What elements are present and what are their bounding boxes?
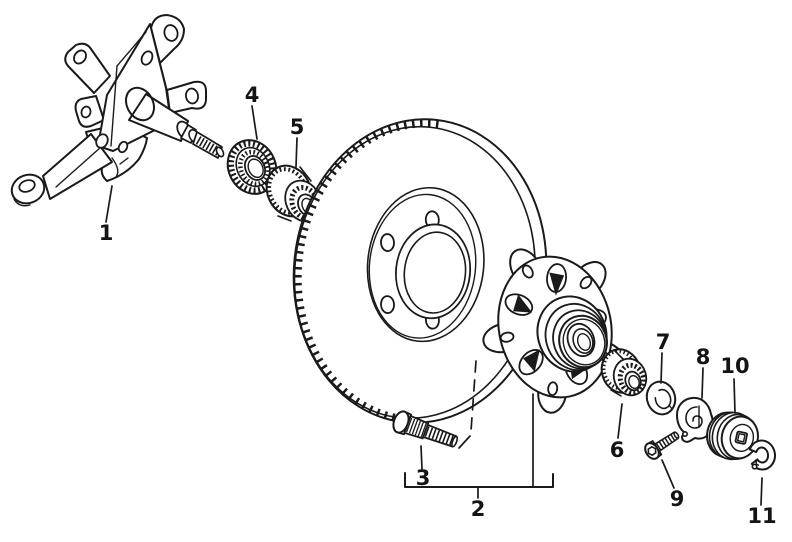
callout-11[interactable]: 11 [747, 504, 776, 528]
part-10-hub-cap[interactable] [703, 408, 763, 465]
leader-2-disc-tail [458, 435, 471, 449]
part-9-screw[interactable] [642, 427, 682, 461]
callout-6[interactable]: 6 [610, 438, 625, 462]
callout-7[interactable]: 7 [656, 330, 671, 354]
leader-2-disc-dashed [470, 360, 477, 432]
callout-10[interactable]: 10 [720, 354, 749, 378]
callout-8[interactable]: 8 [696, 345, 711, 369]
leader-lines [105, 105, 763, 506]
callout-1[interactable]: 1 [99, 221, 114, 245]
callout-2[interactable]: 2 [471, 497, 486, 521]
part-8-clamping-nut-highlighted[interactable] [676, 396, 714, 443]
part-3-wheel-stud[interactable] [391, 409, 461, 452]
callout-labels: 1 2 3 4 5 6 7 8 9 10 11 [99, 83, 777, 528]
leader-4 [251, 105, 258, 140]
part-6-bearing[interactable] [596, 344, 651, 399]
leader-1 [105, 185, 113, 223]
leader-5 [295, 137, 298, 168]
leader-9 [661, 459, 675, 489]
callout-5[interactable]: 5 [290, 115, 305, 139]
leader-8 [701, 367, 704, 399]
leader-3 [420, 445, 423, 470]
leader-7 [660, 352, 663, 384]
part-2-wheel-hub[interactable] [465, 228, 638, 428]
part-7-washer[interactable] [643, 378, 679, 417]
callout-9[interactable]: 9 [670, 487, 685, 511]
brake-disc[interactable] [279, 107, 561, 436]
leader-6 [617, 403, 623, 439]
part-1-steering-knuckle[interactable] [8, 14, 225, 208]
callout-4[interactable]: 4 [245, 83, 260, 107]
leader-11 [760, 477, 763, 506]
part-11-lock-ring[interactable] [748, 439, 777, 471]
callout-3[interactable]: 3 [416, 466, 431, 490]
bracket-2 [404, 472, 554, 488]
part-4-bearing[interactable] [219, 132, 285, 202]
leader-10 [733, 378, 736, 414]
